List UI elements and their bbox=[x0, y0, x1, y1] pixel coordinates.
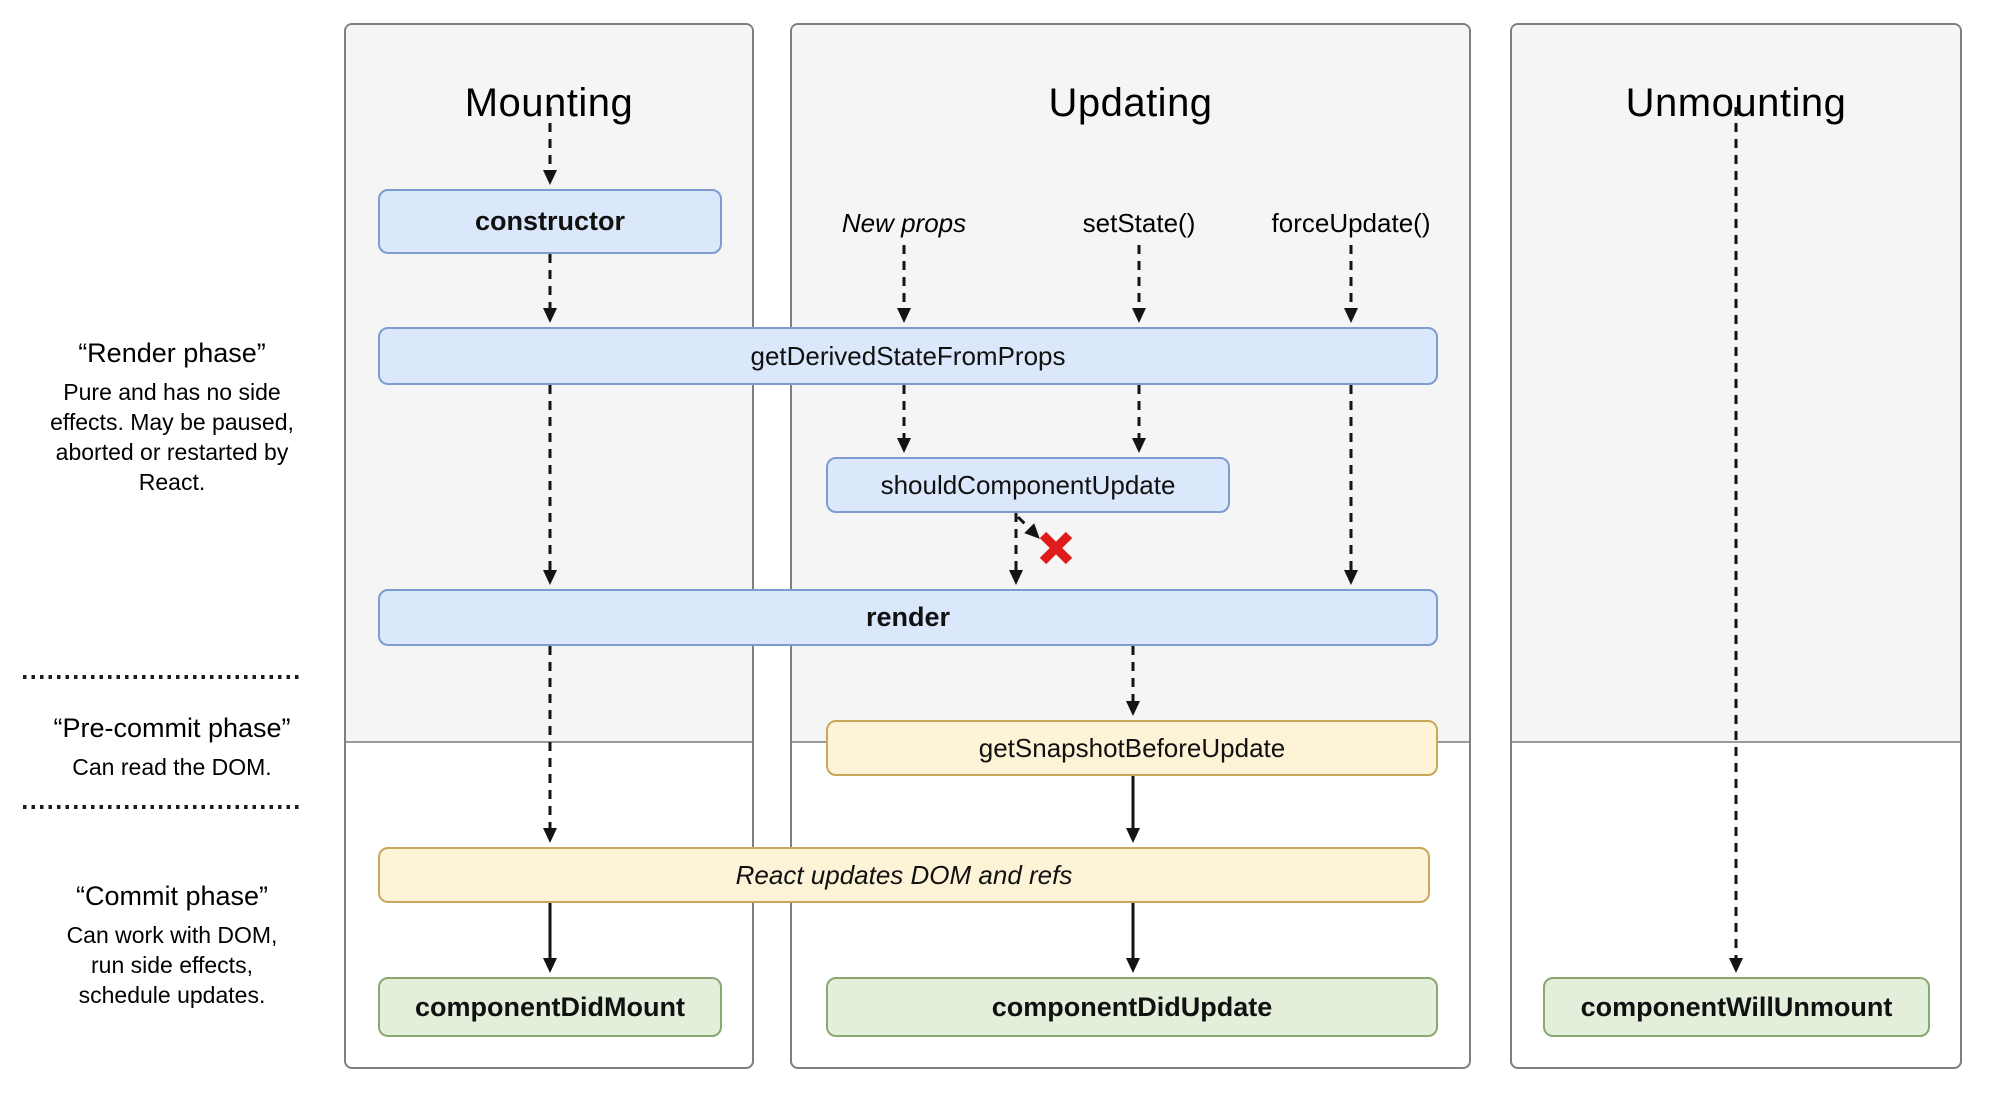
constructor-node: constructor bbox=[378, 189, 722, 254]
react-updates-dom-label: React updates DOM and refs bbox=[735, 859, 1073, 890]
get-snapshot-before-update-node: getSnapshotBeforeUpdate bbox=[826, 720, 1438, 776]
commit-phase-note: “Commit phase” Can work with DOM, run si… bbox=[22, 879, 322, 1010]
get-derived-state-from-props-label: getDerivedStateFromProps bbox=[750, 340, 1066, 371]
force-update-label: forceUpdate() bbox=[1271, 208, 1431, 238]
phase-divider-bottom bbox=[23, 805, 301, 809]
phase-divider-top bbox=[23, 675, 301, 679]
pre-commit-phase-description: Can read the DOM. bbox=[72, 754, 272, 780]
should-component-update-label: shouldComponentUpdate bbox=[880, 469, 1176, 500]
render-phase-description: Pure and has no side effects. May be pau… bbox=[50, 379, 294, 495]
constructor-label: constructor bbox=[474, 206, 626, 236]
commit-phase-description: Can work with DOM, run side effects, sch… bbox=[66, 922, 278, 1008]
new-props-label: New props bbox=[841, 208, 967, 238]
component-did-mount-label: componentDidMount bbox=[415, 991, 685, 1022]
component-did-mount-node: componentDidMount bbox=[378, 977, 722, 1037]
get-derived-state-from-props-node: getDerivedStateFromProps bbox=[378, 327, 1438, 385]
component-will-unmount-label: componentWillUnmount bbox=[1580, 991, 1893, 1022]
render-phase-note: “Render phase” Pure and has no side effe… bbox=[22, 336, 322, 497]
should-component-update-node: shouldComponentUpdate bbox=[826, 457, 1230, 513]
get-snapshot-before-update-label: getSnapshotBeforeUpdate bbox=[978, 732, 1286, 763]
pre-commit-phase-note: “Pre-commit phase” Can read the DOM. bbox=[22, 711, 322, 782]
render-phase-title: “Render phase” bbox=[78, 338, 266, 368]
pre-commit-phase-title: “Pre-commit phase” bbox=[53, 713, 291, 743]
unmounting-column-title: Unmounting bbox=[1625, 81, 1847, 125]
mounting-column-title: Mounting bbox=[464, 81, 634, 125]
updating-column-title: Updating bbox=[1048, 81, 1213, 125]
commit-phase-title: “Commit phase” bbox=[75, 881, 269, 911]
render-label: render bbox=[865, 602, 951, 632]
component-will-unmount-node: componentWillUnmount bbox=[1543, 977, 1930, 1037]
render-node: render bbox=[378, 589, 1438, 646]
component-did-update-label: componentDidUpdate bbox=[991, 991, 1273, 1022]
set-state-label: setState() bbox=[1082, 208, 1196, 238]
react-updates-dom-node: React updates DOM and refs bbox=[378, 847, 1430, 903]
updating-flow-arrows bbox=[897, 245, 1358, 973]
abort-x-icon bbox=[1039, 531, 1073, 565]
component-did-update-node: componentDidUpdate bbox=[826, 977, 1438, 1037]
